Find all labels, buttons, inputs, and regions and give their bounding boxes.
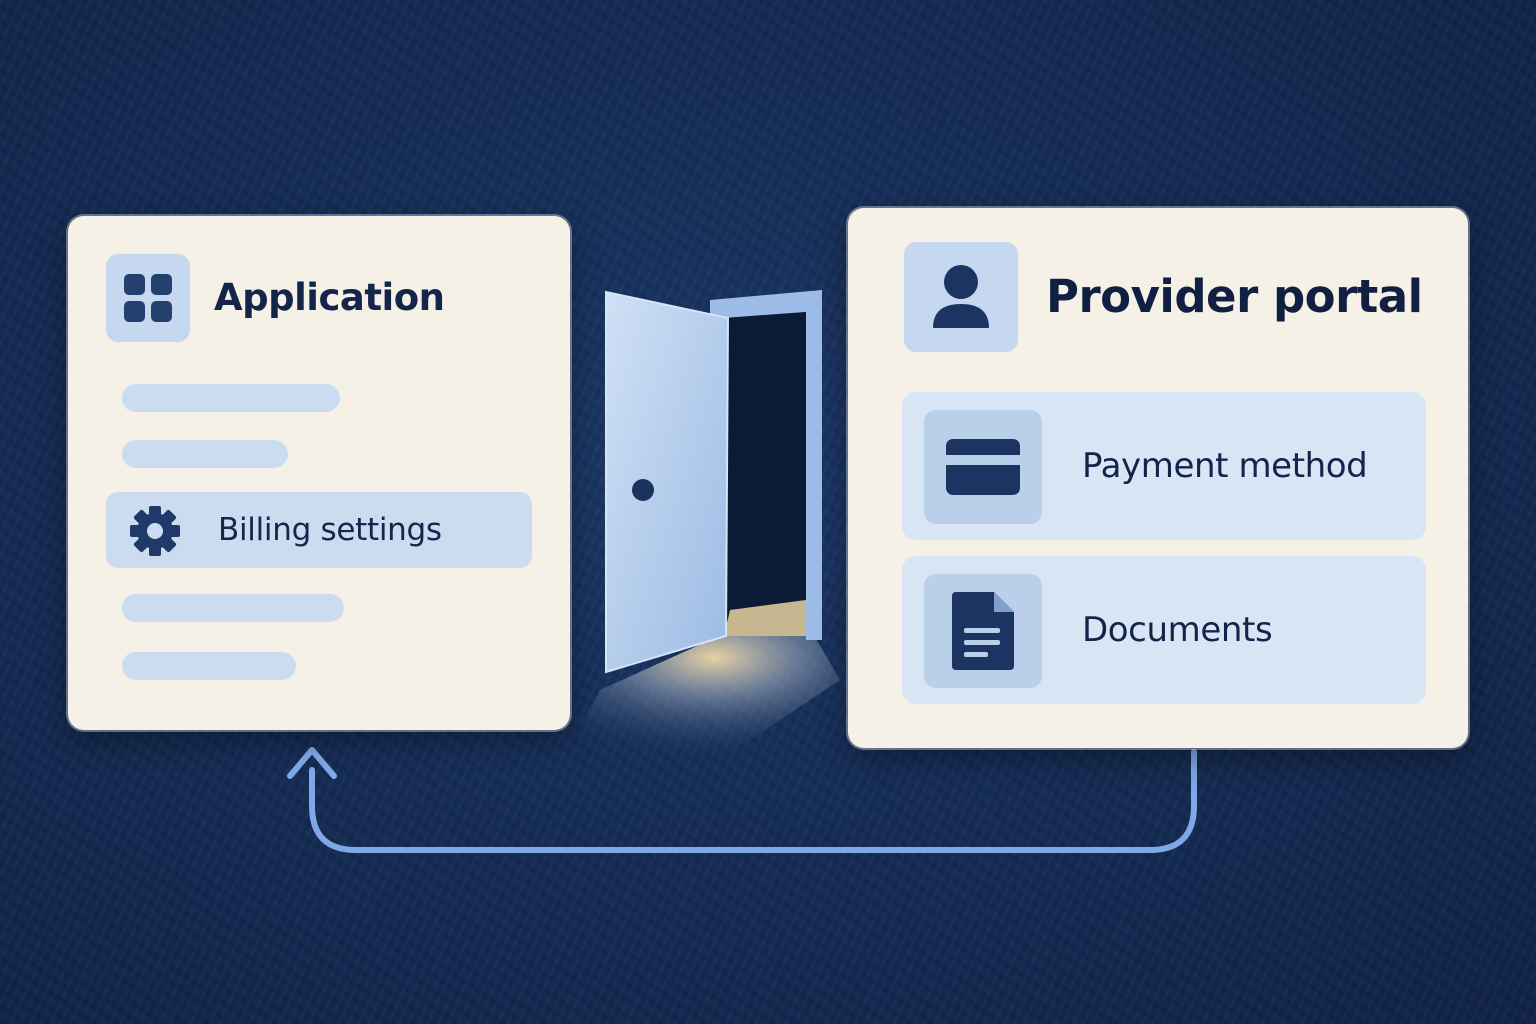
documents-item[interactable]: Documents [902,556,1426,704]
payment-method-item[interactable]: Payment method [902,392,1426,540]
documents-label: Documents [1082,610,1273,650]
placeholder-item [122,384,340,412]
placeholder-item [122,594,344,622]
payment-method-label: Payment method [1082,446,1368,486]
door-knob [632,479,654,501]
document-icon [924,574,1042,688]
application-card: Application Billing settings [68,216,570,730]
billing-settings-item[interactable]: Billing settings [106,492,532,568]
gear-icon [130,506,180,556]
doorway-glow [724,600,806,636]
placeholder-item [122,652,296,680]
application-title: Application [214,276,445,319]
open-door-icon [605,290,822,674]
provider-portal-card: Provider portal Payment method Documents [848,208,1468,748]
provider-portal-title: Provider portal [1046,270,1423,323]
door-panel [605,290,730,674]
door-light-spill [560,632,840,760]
grid-icon [106,254,190,342]
billing-settings-label: Billing settings [218,512,442,548]
doorway-dark [724,312,806,636]
credit-card-icon [924,410,1042,524]
arrow-head [287,747,337,779]
return-arrow [309,749,1197,853]
placeholder-item [122,440,288,468]
user-icon [904,242,1018,352]
